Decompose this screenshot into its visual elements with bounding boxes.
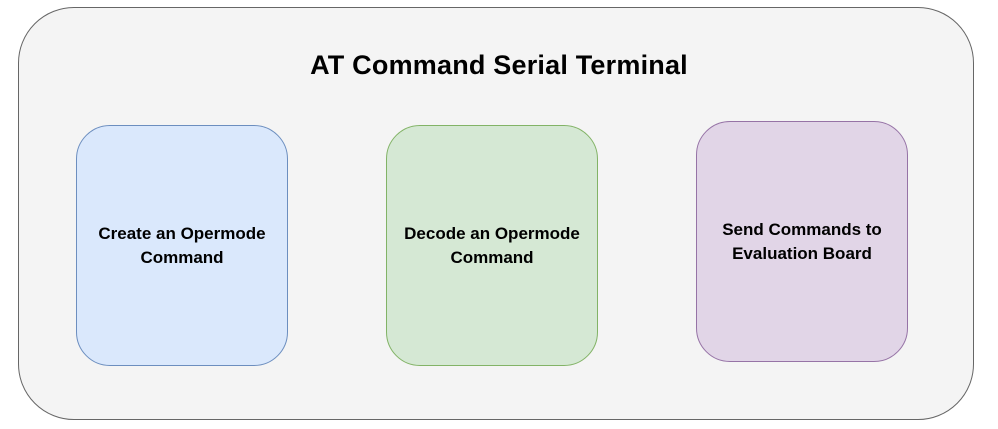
decode-opermode-command-box: Decode an Opermode Command [386, 125, 598, 366]
create-opermode-command-box: Create an Opermode Command [76, 125, 288, 366]
send-commands-box: Send Commands to Evaluation Board [696, 121, 908, 362]
send-commands-label: Send Commands to Evaluation Board [722, 219, 882, 263]
create-opermode-command-label: Create an Opermode Command [98, 223, 266, 267]
diagram-title: AT Command Serial Terminal [310, 50, 688, 80]
decode-opermode-command-label: Decode an Opermode Command [404, 223, 580, 267]
